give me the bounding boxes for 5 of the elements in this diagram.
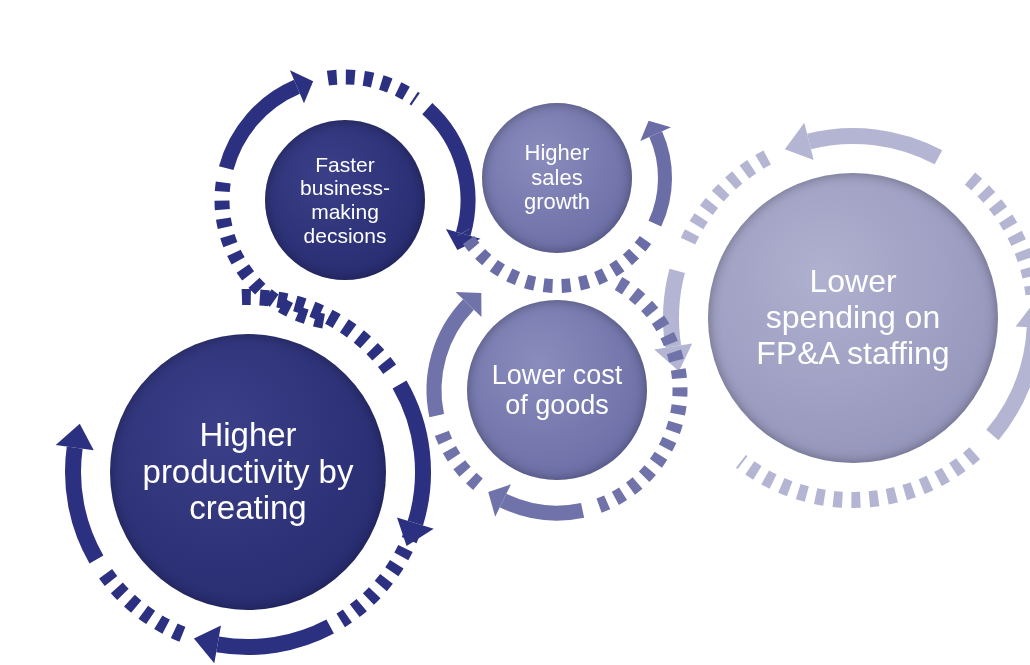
node-label: Higher sales growth xyxy=(522,141,591,215)
node-label: Faster business-making decsions xyxy=(299,152,391,248)
node-label: Lower spending on FP&A staffing xyxy=(755,264,951,372)
node-label: Higher productivity by creating xyxy=(141,416,355,528)
node-label: Lower cost of goods xyxy=(490,359,624,421)
